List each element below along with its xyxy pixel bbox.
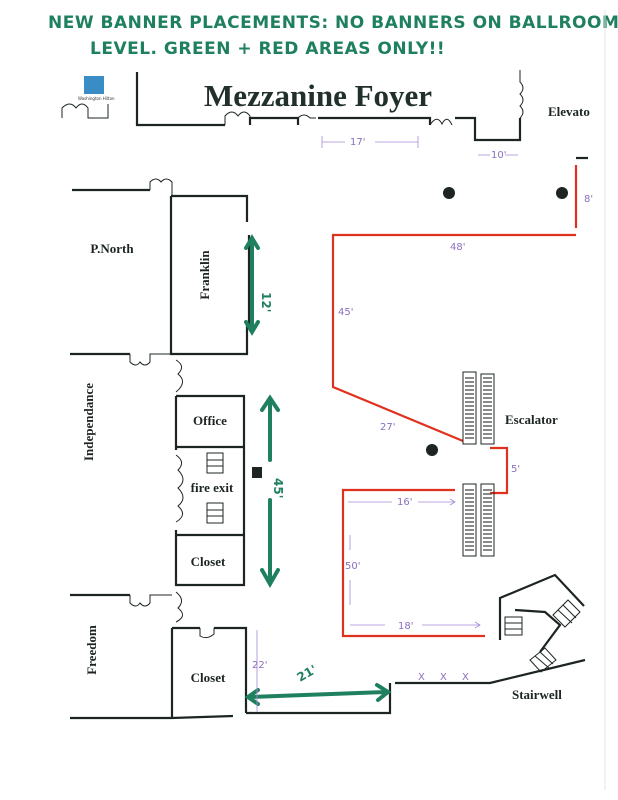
dim-red-diagonal: 27' [380,422,395,433]
dim-red-bottom: 18' [398,621,413,632]
room-franklin: Franklin [197,250,212,300]
room-elevator: Elevato [548,104,590,119]
left-rooms-walls [70,178,586,720]
green-banner-area-office [260,394,280,589]
dim-red-step: 5' [511,464,520,475]
green-dim-office: 45' [271,478,285,498]
red-banner-area [331,233,576,638]
logo-text: Washington Hilton [78,96,115,101]
dim-elevator-gap: 10' [491,150,506,161]
note-line-2: LEVEL. GREEN + RED AREAS ONLY!! [90,39,445,59]
room-stairwell: Stairwell [512,687,562,702]
dim-red-top: 48' [450,242,465,253]
bottom-markers: X X X [418,672,475,683]
door-icon [61,103,109,119]
green-dim-bottom: 21' [295,662,320,684]
escalator-icon [462,371,495,557]
room-closet-bottom: Closet [191,670,226,685]
column-icon [556,187,568,199]
column-icon [426,444,438,456]
room-office: Office [193,413,227,428]
room-closet-mid: Closet [191,554,226,569]
dim-bottom-vertical: 22' [252,660,267,671]
dim-right-edge: 8' [584,194,593,205]
green-banner-area-franklin [244,234,260,336]
stairwell-icon [498,573,585,673]
dim-red-lower-left: 50' [345,561,360,572]
top-wall [135,70,524,142]
room-independance: Independance [81,383,96,461]
page-title: Mezzanine Foyer [204,78,432,113]
green-banner-area-bottom [244,683,392,706]
room-fire-exit: fire exit [191,480,234,495]
column-icon [443,187,455,199]
dim-top-wall: 17' [350,137,365,148]
room-p-north: P.North [90,241,134,256]
green-dim-franklin: 12' [259,292,273,312]
dim-red-left: 45' [338,307,353,318]
dim-red-lower-top: 16' [397,497,412,508]
room-escalator: Escalator [505,412,558,427]
hotel-logo: Washington Hilton [78,76,115,101]
room-freedom: Freedom [84,625,99,675]
note-line-1: NEW BANNER PLACEMENTS: NO BANNERS ON BAL… [48,13,618,33]
